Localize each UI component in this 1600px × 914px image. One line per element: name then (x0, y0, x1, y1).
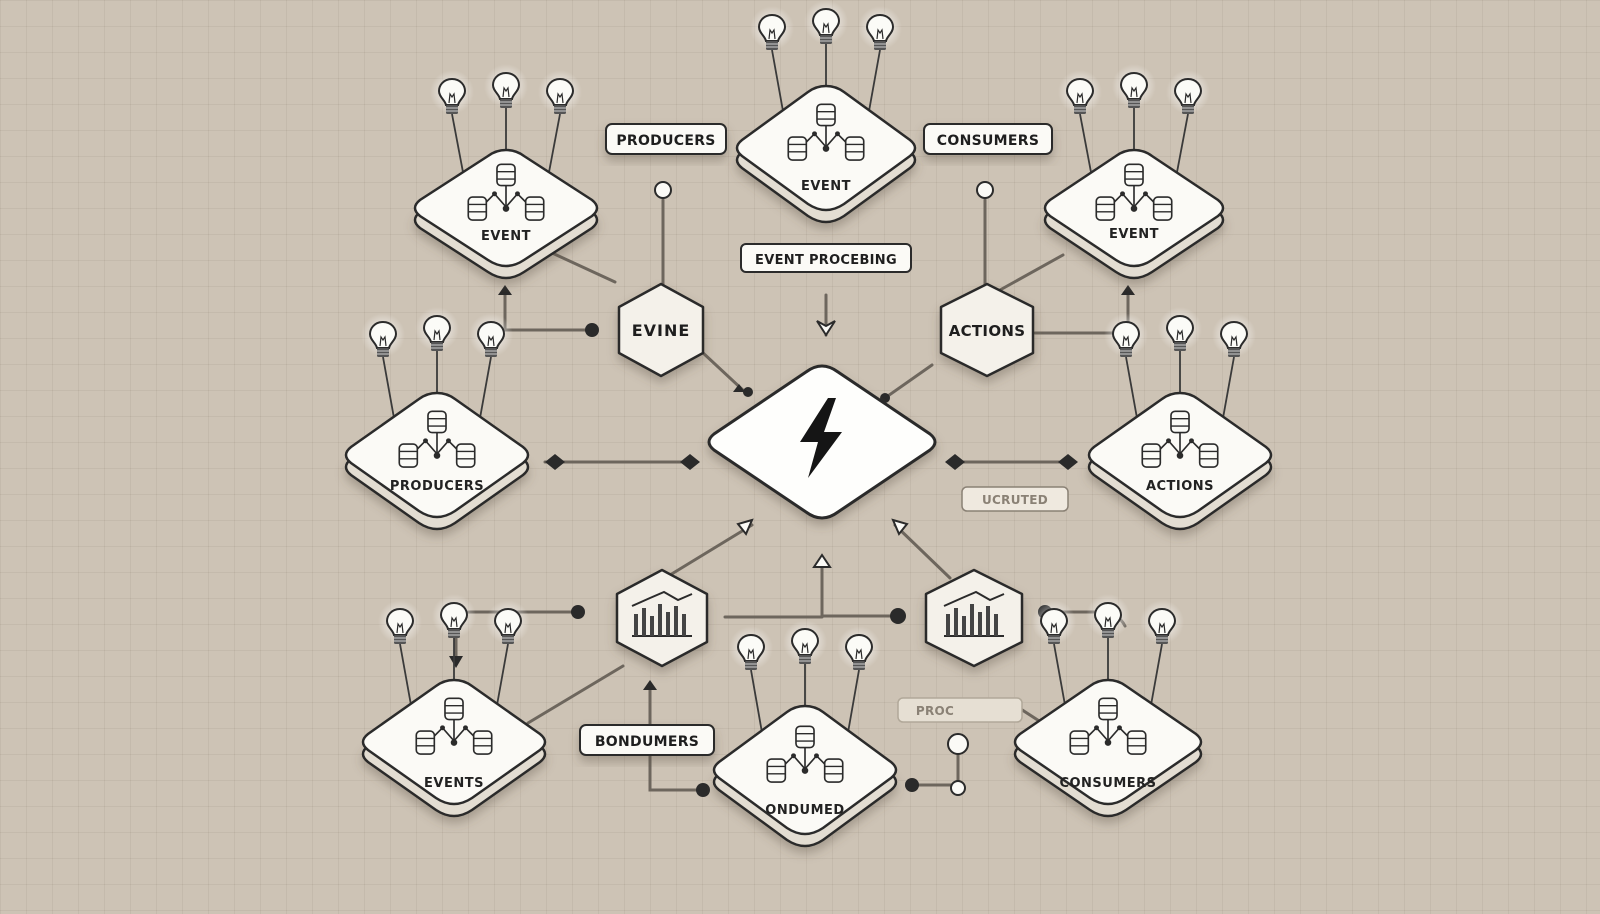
light-bulb-icon (1103, 312, 1149, 358)
node-actions-mid-right: ACTIONS (1087, 306, 1273, 531)
light-bulb-icon (803, 0, 849, 45)
arrow-down-icon (816, 320, 836, 337)
light-bulb-icon (468, 312, 514, 358)
light-bulb-icon (1031, 599, 1077, 645)
connector (668, 523, 754, 577)
svg-text:CONSUMERS: CONSUMERS (937, 133, 1039, 149)
node-label: EVENTS (424, 776, 484, 791)
connector (548, 250, 617, 284)
arrow-up-icon (498, 285, 512, 295)
light-bulb-icon (360, 312, 406, 358)
connector (700, 350, 747, 394)
arrow-up-icon (643, 680, 657, 690)
node-consumers-bottom-right: CONSUMERS (1013, 593, 1203, 818)
node-event-top-left: EVENT (413, 63, 599, 280)
node-events-bottom-left: EVENTS (361, 593, 547, 818)
arrow-up-icon (736, 518, 754, 536)
light-bulb-icon (485, 599, 531, 645)
node-event-top-right: EVENT (1043, 63, 1225, 280)
arrow-up-icon (891, 518, 909, 536)
light-bulb-icon (377, 599, 423, 645)
node-label: PRODUCERS (390, 479, 484, 494)
hub-right: ACTIONS (939, 282, 1035, 378)
lightning-bolt-icon (800, 398, 842, 478)
node-label: EVENT (481, 229, 531, 244)
connector (648, 684, 702, 792)
svg-text:EVENT PROCEBING: EVENT PROCEBING (755, 253, 897, 268)
connector-dot (545, 454, 565, 470)
connector-dot (890, 608, 906, 624)
tag-proc-faint: PROC (897, 697, 1023, 723)
light-bulb-icon (836, 625, 882, 671)
tag-consumers-top: CONSUMERS (923, 123, 1053, 155)
light-bulb-icon (857, 5, 903, 51)
hub-left: EVINE (617, 282, 705, 378)
node-label: CONSUMERS (1059, 776, 1156, 791)
connector-dot (945, 454, 965, 470)
hub-chart-right (924, 568, 1024, 668)
connector-dot (1058, 454, 1078, 470)
connector-dot (947, 733, 969, 755)
node-label: ACTIONS (1146, 479, 1214, 494)
light-bulb-icon (1085, 593, 1131, 639)
light-bulb-icon (1111, 63, 1157, 109)
node-consumed-bottom-center: ONDUMED (712, 619, 898, 848)
light-bulb-icon (431, 593, 477, 639)
svg-text:PROC: PROC (916, 704, 954, 718)
light-bulb-icon (429, 69, 475, 115)
arrow-up-icon (812, 553, 832, 568)
svg-text:BONDUMERS: BONDUMERS (595, 734, 699, 750)
svg-text:PRODUCERS: PRODUCERS (616, 133, 715, 149)
connector-dot (905, 778, 919, 792)
connector-dot (585, 323, 599, 337)
node-label: EVENT (1109, 227, 1159, 242)
connector-dot (733, 384, 745, 392)
light-bulb-icon (1139, 599, 1185, 645)
central-event-broker (707, 364, 937, 520)
connector-dot (950, 780, 966, 796)
tag-bondumers: BONDUMERS (579, 724, 715, 756)
tag-ucruted: UCRUTED (961, 486, 1069, 512)
connector (883, 363, 934, 400)
connector-dot (743, 387, 753, 397)
connector (503, 290, 594, 332)
arrow-down-icon (449, 656, 463, 668)
connector-dot (696, 783, 710, 797)
light-bulb-icon (1165, 69, 1211, 115)
connector-markers (449, 181, 1135, 797)
light-bulb-icon (1157, 306, 1203, 352)
connector (998, 253, 1065, 292)
light-bulb-icon (414, 306, 460, 352)
connector (526, 664, 625, 725)
tag-producers-top: PRODUCERS (605, 123, 727, 155)
node-label: EVENT (801, 179, 851, 194)
connector-dot (976, 181, 994, 199)
tag-event-processing: EVENT PROCEBING (740, 243, 912, 273)
node-producers-mid-left: PRODUCERS (344, 306, 530, 531)
light-bulb-icon (1057, 69, 1103, 115)
connector-dot (680, 454, 700, 470)
node-label: ONDUMED (765, 803, 844, 818)
light-bulb-icon (483, 63, 529, 109)
connector (908, 748, 960, 787)
light-bulb-icon (1211, 312, 1257, 358)
svg-text:UCRUTED: UCRUTED (982, 493, 1048, 507)
light-bulb-icon (728, 625, 774, 671)
light-bulb-icon (537, 69, 583, 115)
arrow-up-icon (1121, 285, 1135, 295)
light-bulb-icon (749, 5, 795, 51)
connector (893, 523, 952, 580)
connector-dot (571, 605, 585, 619)
node-event-top-center: EVENT (735, 0, 917, 224)
hub-chart-left (615, 568, 709, 668)
light-bulb-icon (782, 619, 828, 665)
hub-right-label: ACTIONS (949, 322, 1026, 340)
connector (820, 560, 900, 618)
hub-left-label: EVINE (632, 321, 691, 340)
connector-dot (654, 181, 672, 199)
